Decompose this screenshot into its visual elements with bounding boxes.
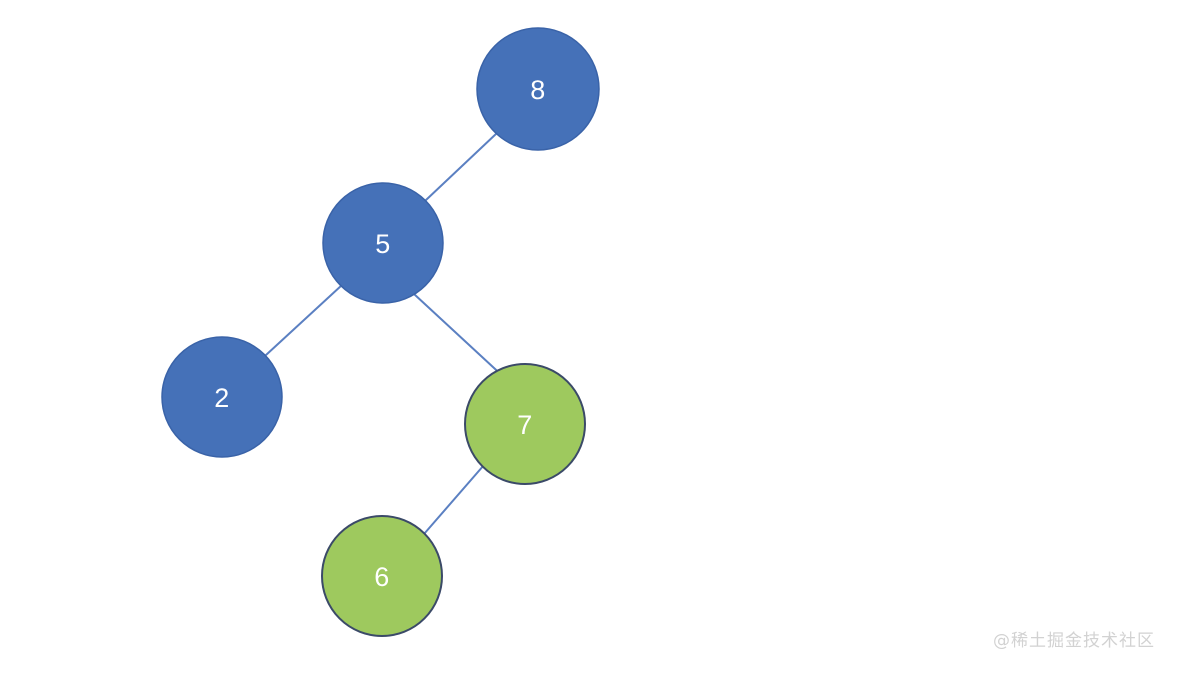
node-label-5: 5 [375,229,391,259]
watermark-text: @稀土掘金技术社区 [993,631,1155,651]
node-circle-7[interactable] [464,363,586,485]
tree-node-6[interactable]: 6 [321,515,443,637]
tree-node-5[interactable]: 5 [322,182,444,304]
node-label-8: 8 [530,75,546,105]
edge-7-to-6 [423,464,485,535]
node-circle-5[interactable] [322,182,444,304]
tree-node-2[interactable]: 2 [161,336,283,458]
edge-5-to-7 [413,293,508,381]
edge-5-to-8 [425,132,498,201]
node-label-2: 2 [214,383,230,413]
node-circle-2[interactable] [161,336,283,458]
node-layer: 8 5 2 7 6 [161,27,600,637]
node-circle-6[interactable] [321,515,443,637]
node-label-6: 6 [374,562,390,592]
tree-node-8[interactable]: 8 [476,27,600,151]
edge-2-to-5 [265,284,343,356]
node-label-7: 7 [517,410,533,440]
node-circle-8[interactable] [476,27,600,151]
edge-layer [265,132,508,535]
tree-node-7[interactable]: 7 [464,363,586,485]
